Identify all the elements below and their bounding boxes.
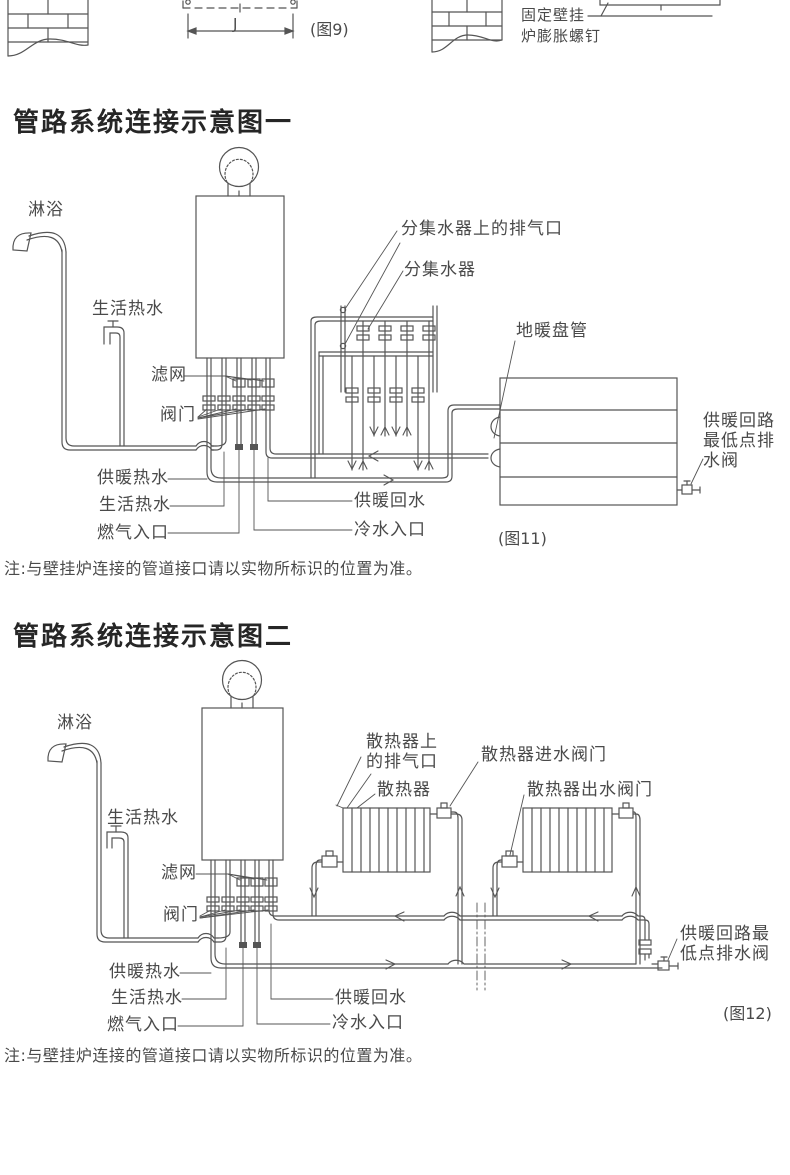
diagram2-shower-icon	[47, 742, 102, 764]
diagram1-manifold	[310, 230, 438, 479]
figure11-caption: (图11)	[498, 529, 547, 548]
d1-valve-label: 阀门	[160, 405, 196, 425]
diagram1-shower-icon	[12, 231, 67, 253]
diagram1-filters	[183, 375, 275, 388]
d1-dhw-label: 生活热水	[99, 495, 171, 515]
d2-cold-inlet-label: 冷水入口	[332, 1013, 404, 1033]
diagram2-valves	[199, 896, 278, 919]
d1-floor-coil-label: 地暖盘管	[516, 321, 588, 341]
d2-radiator-vent-label-line2: 的排气口	[366, 752, 438, 772]
section2-note: 注:与壁挂炉连接的管道接口请以实物所标识的位置为准。	[4, 1046, 423, 1065]
d2-shower-label: 淋浴	[57, 713, 93, 733]
d2-drain-label-line1: 供暖回路最	[680, 924, 770, 944]
fix-screw-label-line2: 炉膨胀螺钉	[521, 27, 602, 45]
d1-cold-inlet-label: 冷水入口	[354, 520, 426, 540]
section1-title: 管路系统连接示意图一	[13, 108, 294, 138]
diagram1-floor-coil	[490, 340, 704, 506]
d2-filter-label: 滤网	[161, 863, 197, 883]
d1-drain-label-line1: 供暖回路	[703, 411, 775, 431]
d1-heating-supply-label: 供暖热水	[97, 468, 169, 488]
d2-radiator-vent-label-line1: 散热器上	[366, 732, 438, 752]
d2-dhw-tap-label: 生活热水	[107, 808, 179, 828]
diagram2-runs	[385, 902, 679, 991]
d2-radiator-inlet-valve-label: 散热器进水阀门	[481, 745, 607, 765]
section2-title: 管路系统连接示意图二	[13, 622, 294, 652]
diagram2-radiator2	[490, 794, 641, 965]
d1-heating-return-label: 供暖回水	[354, 491, 426, 511]
d1-gas-inlet-label: 燃气入口	[97, 523, 169, 543]
diagram1-valves	[197, 395, 275, 420]
d2-heating-return-label: 供暖回水	[335, 988, 407, 1008]
d1-drain-label-line2: 最低点排	[703, 431, 775, 451]
d2-radiator-outlet-valve-label: 散热器出水阀门	[527, 780, 653, 800]
fix-screw-label-line1: 固定壁挂	[521, 6, 586, 24]
diagram2-boiler	[201, 659, 284, 861]
d2-dhw-label: 生活热水	[111, 988, 183, 1008]
diagram1-dhw-piping	[61, 249, 227, 451]
d2-drain-label-line2: 低点排水阀	[680, 944, 770, 964]
brick-wall-right-icon	[431, 0, 503, 53]
diagram1-label-leaders	[167, 478, 353, 534]
d2-gas-inlet-label: 燃气入口	[107, 1015, 179, 1035]
diagram2-label-leaders	[177, 972, 334, 1027]
d1-manifold-label: 分集水器	[404, 260, 476, 280]
diagram1-boiler	[195, 146, 285, 359]
diagram2-filters	[195, 873, 278, 887]
wall-dimension-drawing	[182, 0, 298, 39]
dimension-j-label: J	[233, 15, 239, 33]
section1-note: 注:与壁挂炉连接的管道接口请以实物所标识的位置为准。	[4, 559, 423, 578]
d2-radiator-label: 散热器	[377, 780, 431, 800]
figure12-caption: (图12)	[723, 1004, 772, 1023]
d1-drain-label-line3: 水阀	[703, 451, 739, 471]
figure9-caption: (图9)	[310, 20, 349, 39]
d2-valve-label: 阀门	[163, 905, 199, 925]
diagram2-boiler-pipes	[210, 859, 663, 1027]
d1-filter-label: 滤网	[151, 365, 187, 385]
brick-wall-left-icon	[7, 0, 89, 57]
d2-heating-supply-label: 供暖热水	[109, 962, 181, 982]
d1-shower-label: 淋浴	[28, 200, 64, 220]
d1-manifold-vent-label: 分集水器上的排气口	[401, 219, 563, 239]
diagram2-radiator1	[309, 756, 479, 965]
d1-dhw-tap-label: 生活热水	[92, 299, 164, 319]
boiler-bottom-edge-drawing	[587, 0, 721, 17]
diagram2-dhw-piping	[96, 760, 231, 943]
